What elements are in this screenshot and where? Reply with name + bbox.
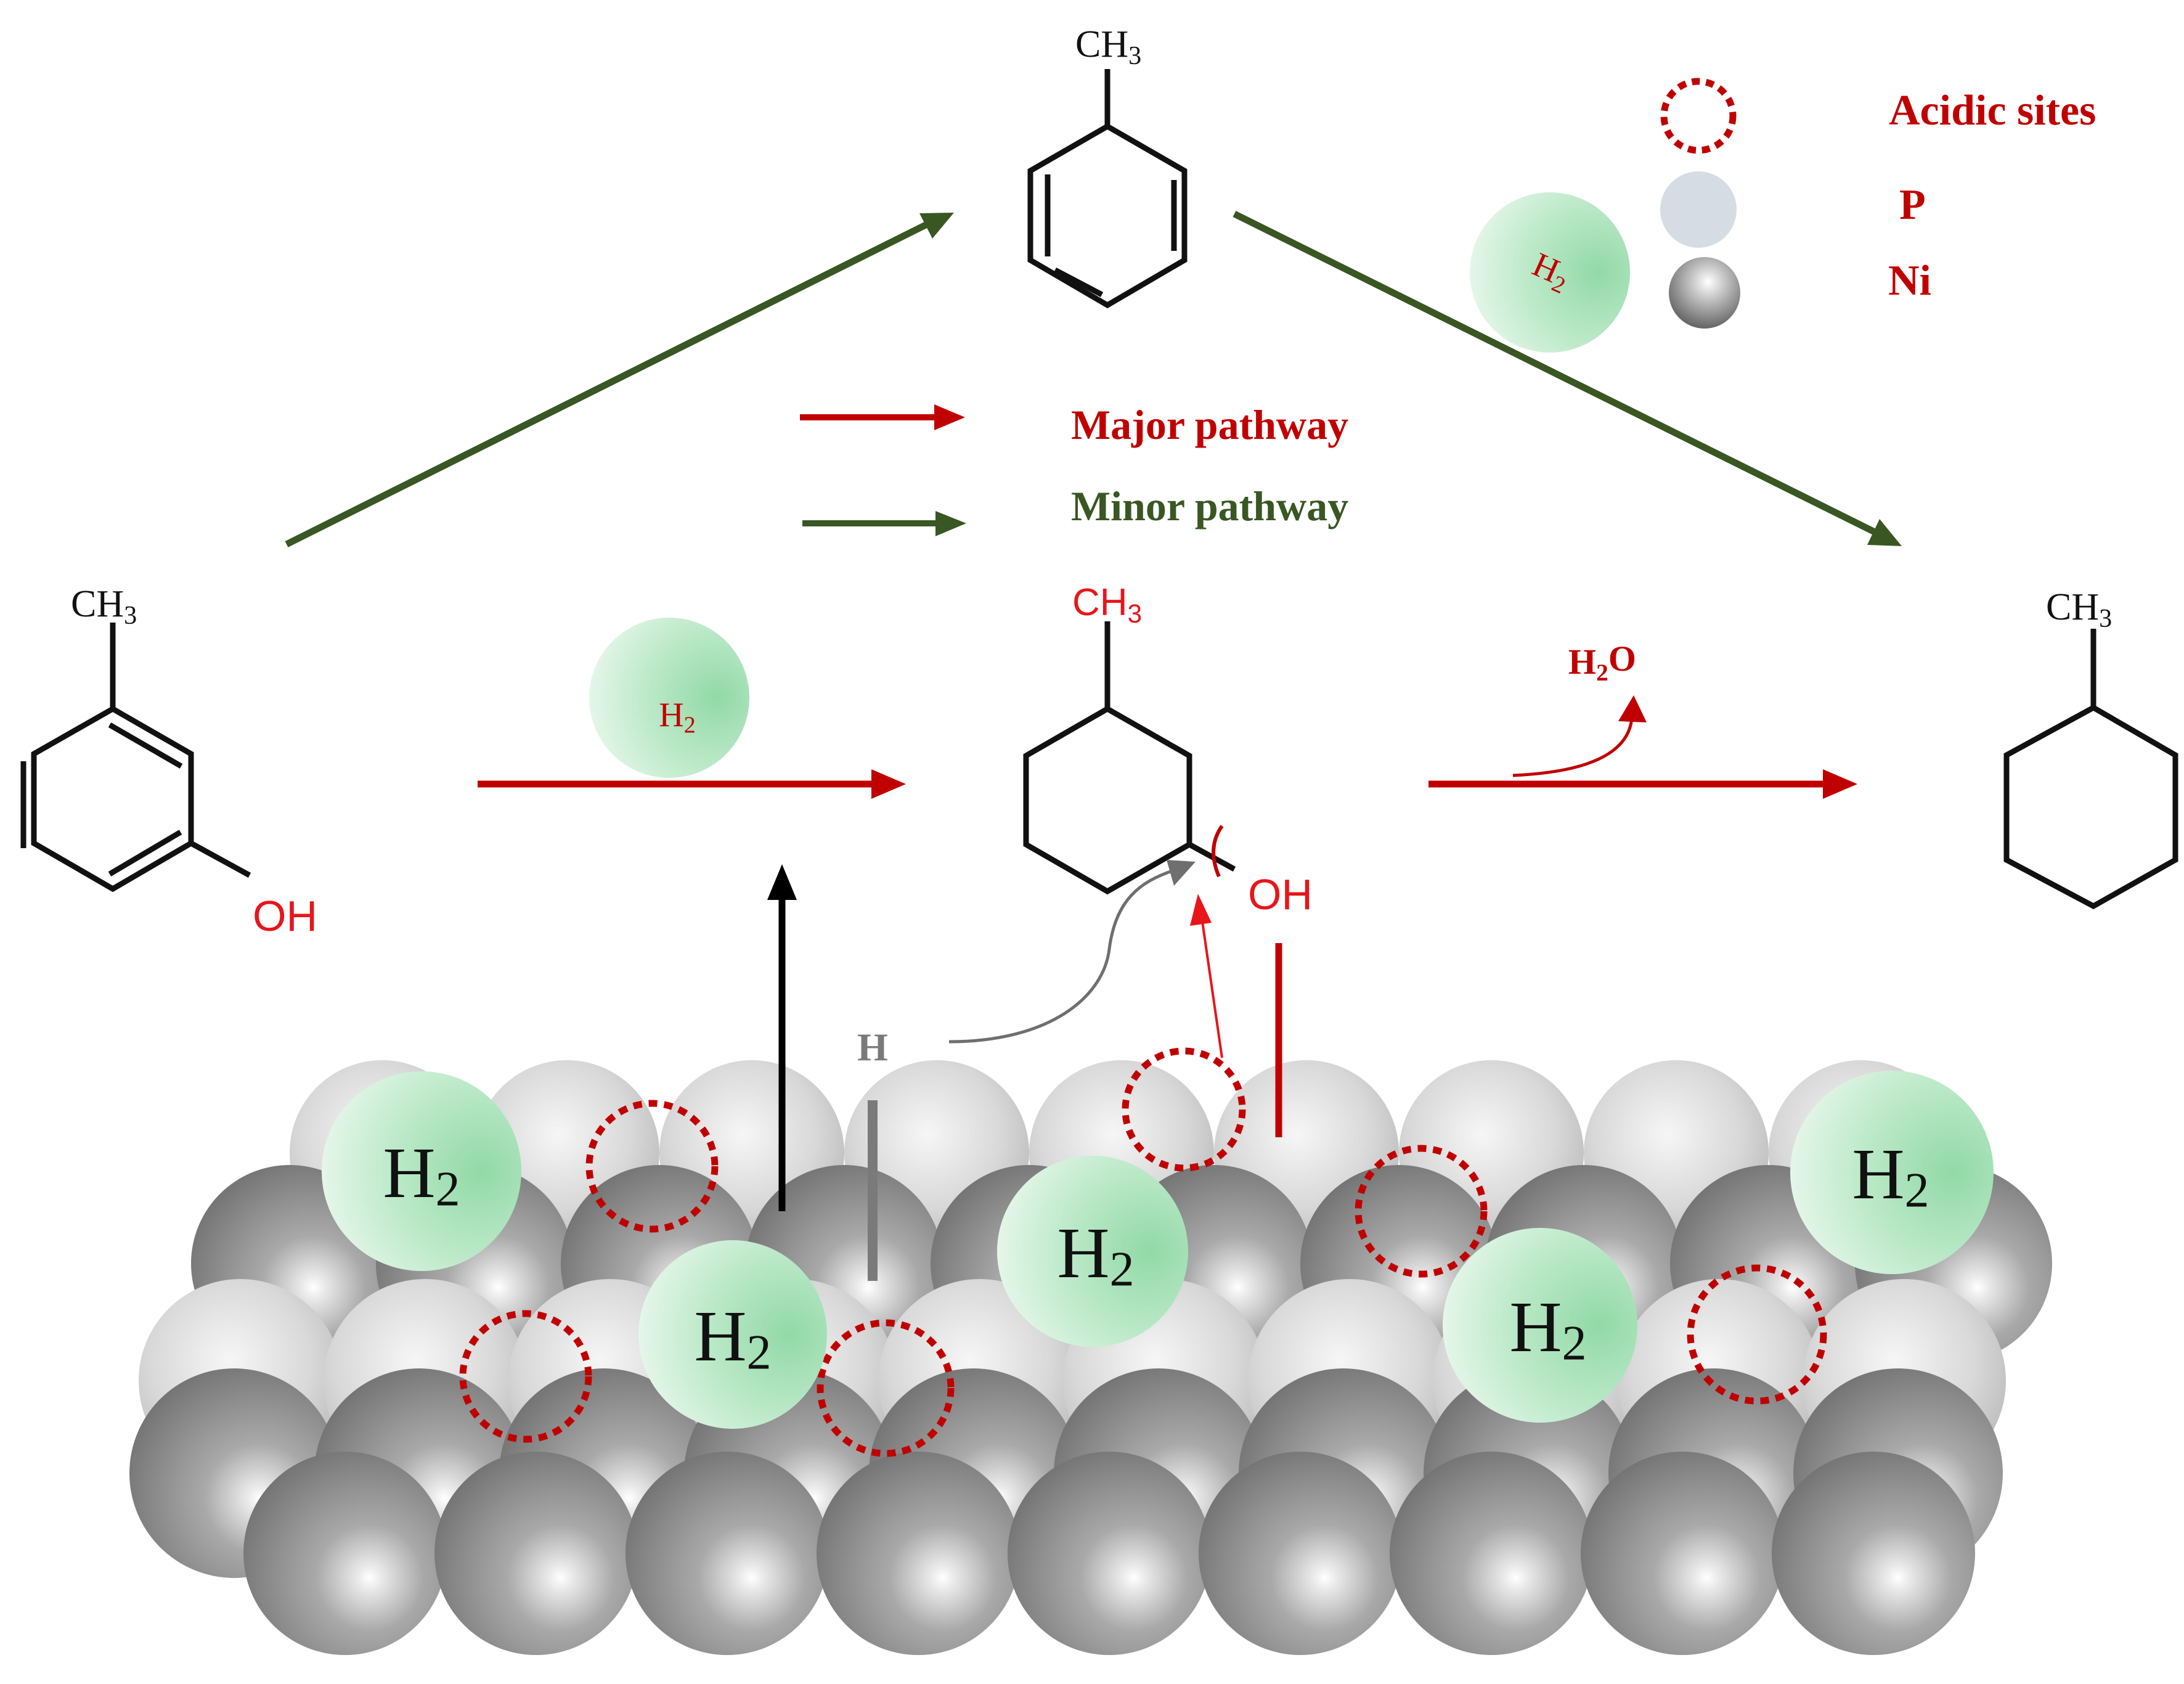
surface-h2-group: H2 H2 H2 H2 H2 [322,1071,1994,1429]
surface-atom [1390,1452,1593,1655]
surface-atom [243,1452,447,1655]
minor-pathway-arrows [285,211,1902,547]
methylcyclohexanol-molecule [1023,621,1236,895]
methylcyclohexanol-oh-label: OH [1248,870,1313,918]
minor-arrow-to-methylcyclohexane [1233,211,1883,538]
h2-label: H2 [1852,1134,1929,1218]
methylcyclohexanol-ch3-label: CH3 [1072,581,1142,628]
h2-legend-sphere [1470,192,1630,353]
acidic-site [817,1319,955,1457]
red-thin-arrow [1200,917,1223,1058]
acidic-sites-legend-icon [1660,78,1737,154]
acidic-sites-legend-label: Acidic sites [1889,87,2096,134]
h2-reactant-label: H2 [659,696,696,738]
minor-arrowhead [1867,519,1902,546]
surface-atom [817,1452,1020,1655]
p-legend-icon [1660,171,1737,248]
h2-sphere: H2 [997,1156,1188,1347]
h2-reactant-sphere: H2 [589,618,749,778]
surface-atom [625,1452,829,1655]
methylcyclohexane-molecule [2003,629,2178,910]
h2-sphere: H2 [1790,1071,1994,1274]
acidic-site [585,1100,719,1233]
major-arrow-dehydration [1428,695,1857,799]
acidic-site [1355,1145,1488,1278]
h2-label: H2 [694,1296,771,1380]
m-cresol-oh-label: OH [253,892,317,940]
h2-label: H2 [383,1132,460,1217]
major-pathway-label: Major pathway [1071,401,1348,448]
h2o-label: H2O [1568,639,1636,686]
ni-legend-label: Ni [1888,257,1931,305]
acidic-site [1687,1264,1827,1405]
acidic-site [1122,1047,1246,1172]
minor-arrow-to-toluene [285,219,934,547]
minor-arrowhead [919,213,954,239]
surface-atom [434,1452,638,1655]
m-cresol-molecule [20,623,251,893]
pathway-legend: Major pathway Minor pathway [800,401,1348,536]
p-legend-label: P [1899,181,1926,229]
major-pathway-arrowhead [934,404,965,430]
minor-pathway-label: Minor pathway [1071,483,1348,529]
gray-curved-arrow [948,869,1175,1044]
h2-label: H2 [1509,1286,1586,1371]
h2-sphere: H2 [322,1071,521,1271]
surface-atom [1581,1452,1784,1655]
hydrogen-atom-label: H [857,1025,888,1069]
h2-sphere: H2 [1443,1228,1637,1423]
surface-interaction-arrows: H [767,860,1282,1281]
methylcyclohexane-ch3-label: CH3 [2046,586,2112,633]
ni-legend-icon [1669,257,1740,329]
h2-legend-label: H2 [1525,245,1576,299]
surface-atom [1008,1452,1211,1655]
minor-pathway-arrowhead [935,511,966,536]
m-cresol-ch3-label: CH3 [71,583,137,630]
acidic-site [459,1310,592,1443]
toluene-ch3-label: CH3 [1075,23,1141,70]
surface-atom [1772,1452,1975,1655]
site-legend: Acidic sites P Ni H2 [1470,78,2096,353]
bond-cleavage-mark [1212,825,1224,878]
acidic-sites-group [459,1047,1827,1457]
surface-atom [1199,1452,1402,1655]
major-arrow-hydrogenation [478,769,906,799]
toluene-molecule [1027,69,1188,309]
h2-label: H2 [1057,1212,1134,1297]
h2-sphere: H2 [638,1240,827,1429]
